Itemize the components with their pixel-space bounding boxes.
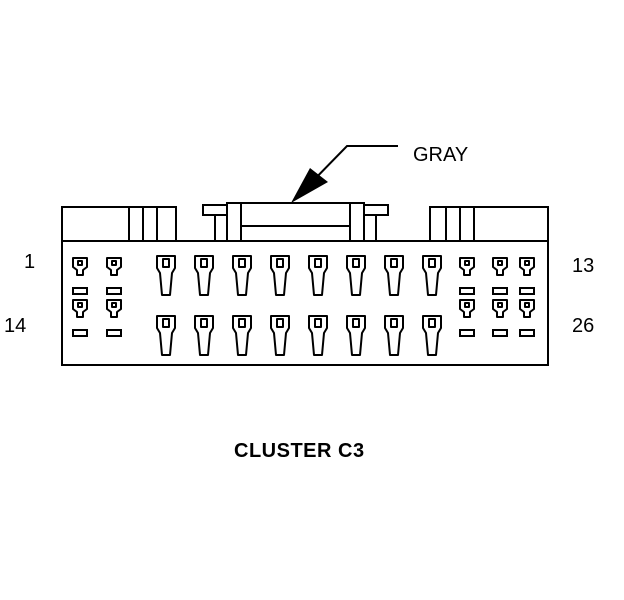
terminal-lock-tab	[519, 287, 535, 295]
connector-housing-top	[61, 202, 549, 242]
terminal-cavity-large	[308, 315, 328, 356]
terminal-cavity-small	[519, 299, 535, 318]
terminal-cavity-small	[72, 257, 88, 276]
terminal-cavity-large	[194, 315, 214, 356]
terminal-lock-tab	[72, 329, 88, 337]
terminal-cavity-large	[232, 315, 252, 356]
terminal-cavity-large	[270, 315, 290, 356]
connector-caption: CLUSTER C3	[234, 440, 365, 462]
wire-color-label: GRAY	[413, 144, 469, 166]
terminal-cavity-small	[492, 299, 508, 318]
connector-housing-body	[61, 240, 549, 366]
terminal-cavity-large	[422, 315, 442, 356]
pin-label-13: 13	[572, 255, 595, 277]
pin-label-1: 1	[24, 251, 36, 273]
terminal-cavity-large	[156, 255, 176, 296]
terminal-cavity-large	[270, 255, 290, 296]
terminal-cavity-large	[384, 315, 404, 356]
terminal-cavity-large	[422, 255, 442, 296]
terminal-cavity-small	[492, 257, 508, 276]
terminal-cavities	[72, 255, 535, 356]
terminal-cavity-large	[194, 255, 214, 296]
terminal-cavity-large	[232, 255, 252, 296]
terminal-cavity-small	[459, 257, 475, 276]
terminal-lock-tab	[459, 329, 475, 337]
terminal-cavity-small	[72, 299, 88, 318]
terminal-cavity-large	[346, 315, 366, 356]
wire-color-leader	[291, 145, 398, 203]
terminal-lock-tab	[492, 329, 508, 337]
terminal-lock-tab	[106, 287, 122, 295]
terminal-cavity-large	[308, 255, 328, 296]
terminal-lock-tab	[492, 287, 508, 295]
terminal-cavity-large	[384, 255, 404, 296]
terminal-lock-tab	[459, 287, 475, 295]
terminal-lock-tab	[106, 329, 122, 337]
terminal-cavity-small	[519, 257, 535, 276]
pin-label-14: 14	[4, 315, 27, 337]
terminal-cavity-large	[346, 255, 366, 296]
terminal-lock-tab	[72, 287, 88, 295]
terminal-cavity-small	[106, 257, 122, 276]
terminal-lock-tab	[519, 329, 535, 337]
terminal-cavity-small	[106, 299, 122, 318]
pin-label-26: 26	[572, 315, 595, 337]
terminal-cavity-small	[459, 299, 475, 318]
terminal-cavity-large	[156, 315, 176, 356]
